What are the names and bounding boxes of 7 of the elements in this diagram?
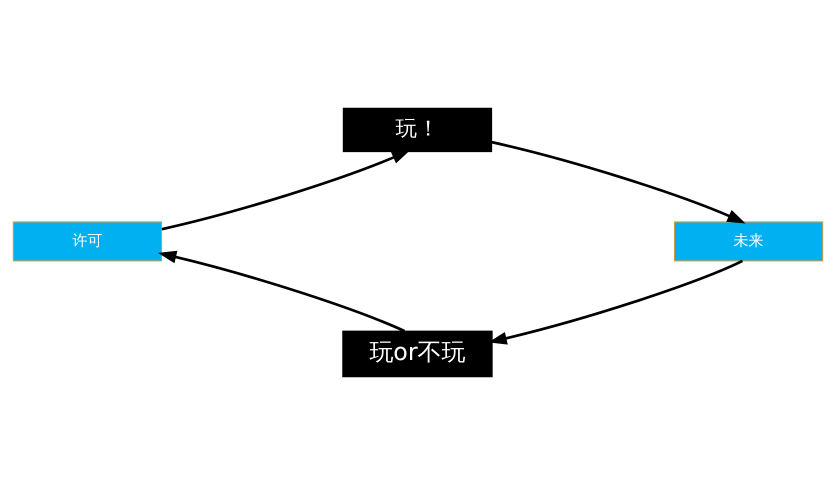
arrow <box>162 150 410 230</box>
node-box: 玩or不玩 <box>342 330 493 378</box>
node-box: 未来 <box>674 221 824 262</box>
arrow <box>158 250 406 332</box>
arrow <box>491 140 746 224</box>
node-box: 许可 <box>12 221 162 262</box>
node-box: 玩！ <box>342 108 492 152</box>
